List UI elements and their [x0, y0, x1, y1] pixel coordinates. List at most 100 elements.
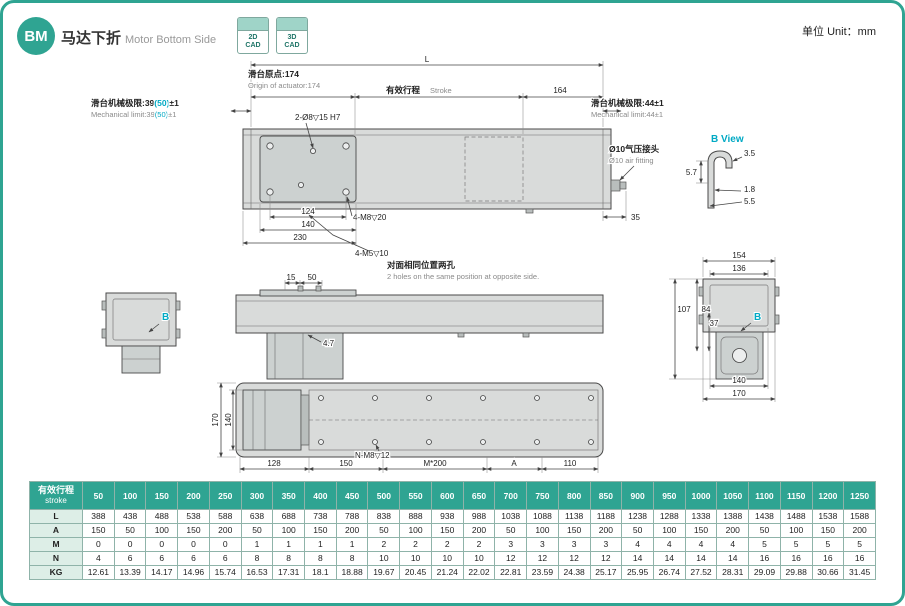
cell-KG-850: 25.17 — [589, 565, 623, 580]
cell-M-550: 2 — [399, 537, 432, 552]
origin-label-cn: 滑台原点:174 — [248, 69, 299, 79]
dim-label-140-bottom: 140 — [224, 413, 233, 427]
dim-label-128: 128 — [267, 459, 281, 468]
cell-KG-800: 24.38 — [557, 565, 591, 580]
dim-label-A: A — [511, 459, 517, 468]
motor-shaft-hole — [732, 348, 747, 363]
motor-b-view — [715, 331, 764, 380]
cell-N-450: 8 — [335, 551, 369, 566]
n-m8-holes-label: N-M8▽12 — [355, 451, 390, 460]
b-arrow-label-right: B — [754, 312, 761, 323]
cell-M-950: 4 — [652, 537, 686, 552]
cell-KG-400: 18.1 — [304, 565, 337, 580]
dim-label-35: 35 — [631, 213, 640, 222]
cell-L-900: 1238 — [621, 509, 654, 524]
cell-A-900: 50 — [621, 523, 654, 538]
mech-limit-left-en: Mechanical limit:39(50)±1 — [91, 110, 176, 119]
cell-L-600: 938 — [430, 509, 464, 524]
cell-KG-250: 15.74 — [208, 565, 242, 580]
cell-L-1250: 1588 — [843, 509, 876, 524]
mech-limit-right-en: Mechanical limit:44±1 — [591, 110, 663, 119]
row-label-L: L — [29, 509, 83, 524]
title-chinese: 马达下折 — [61, 30, 122, 47]
cell-N-1200: 16 — [811, 551, 845, 566]
stroke-label-en: Stroke — [430, 86, 452, 95]
cell-A-1200: 150 — [811, 523, 845, 538]
cell-A-1150: 100 — [779, 523, 813, 538]
cell-A-1100: 50 — [748, 523, 781, 538]
cell-A-800: 150 — [557, 523, 591, 538]
stroke-col-750: 750 — [526, 481, 559, 510]
stroke-col-900: 900 — [621, 481, 654, 510]
dim-label-170-bottom: 170 — [211, 413, 220, 427]
cell-N-1150: 16 — [779, 551, 813, 566]
cell-KG-1200: 30.66 — [811, 565, 845, 580]
cell-KG-900: 25.95 — [621, 565, 654, 580]
cell-M-1000: 4 — [684, 537, 718, 552]
cell-N-100: 6 — [113, 551, 147, 566]
cell-M-800: 3 — [557, 537, 591, 552]
cad-2d-button[interactable]: 2D CAD — [237, 17, 269, 54]
stroke-col-700: 700 — [494, 481, 528, 510]
cell-L-400: 738 — [304, 509, 337, 524]
cell-KG-100: 13.39 — [113, 565, 147, 580]
cell-KG-300: 16.53 — [240, 565, 274, 580]
cell-M-650: 2 — [462, 537, 496, 552]
dim-label-154: 154 — [732, 251, 746, 260]
cell-N-1000: 14 — [684, 551, 718, 566]
row-label-M: M — [29, 537, 83, 552]
cell-KG-150: 14.17 — [145, 565, 179, 580]
cell-M-1150: 5 — [779, 537, 813, 552]
dim-label-230: 230 — [293, 233, 307, 242]
cell-KG-700: 22.81 — [494, 565, 528, 580]
actuator-body-side-view — [235, 294, 604, 334]
dim-label-50: 50 — [308, 273, 317, 282]
cell-M-1100: 5 — [748, 537, 781, 552]
cell-M-1050: 4 — [716, 537, 750, 552]
cell-A-850: 200 — [589, 523, 623, 538]
cell-KG-1050: 28.31 — [716, 565, 750, 580]
cad-3d-button[interactable]: 3D CAD — [276, 17, 308, 54]
stroke-label-cn: 有效行程 — [386, 85, 421, 95]
stroke-col-150: 150 — [145, 481, 179, 510]
stroke-col-1200: 1200 — [811, 481, 845, 510]
cad-2d-line1: 2D — [248, 34, 258, 41]
cell-KG-200: 14.96 — [177, 565, 210, 580]
mech-limit-right-cn: 滑台机械极限:44±1 — [591, 98, 664, 108]
cell-KG-1150: 29.88 — [779, 565, 813, 580]
cad-3d-line2: CAD — [284, 42, 300, 49]
cell-L-1200: 1538 — [811, 509, 845, 524]
cell-A-650: 200 — [462, 523, 496, 538]
cell-KG-950: 26.74 — [652, 565, 686, 580]
top-view — [242, 128, 627, 214]
cell-M-700: 3 — [494, 537, 528, 552]
cell-A-1000: 150 — [684, 523, 718, 538]
cell-A-750: 100 — [526, 523, 559, 538]
cell-L-1050: 1388 — [716, 509, 750, 524]
carriage-side — [259, 289, 357, 297]
cell-M-450: 1 — [335, 537, 369, 552]
cell-L-700: 1038 — [494, 509, 528, 524]
cell-N-750: 12 — [526, 551, 559, 566]
stroke-col-950: 950 — [652, 481, 686, 510]
cell-N-200: 6 — [177, 551, 210, 566]
stroke-col-1150: 1150 — [779, 481, 813, 510]
dim-label-136: 136 — [732, 264, 746, 273]
cell-N-1100: 16 — [748, 551, 781, 566]
stroke-col-600: 600 — [430, 481, 464, 510]
cell-KG-750: 23.59 — [526, 565, 559, 580]
cell-L-1150: 1488 — [779, 509, 813, 524]
dim-label-3-5: 3.5 — [744, 149, 756, 158]
left-end-view: B — [101, 292, 181, 374]
cell-A-200: 150 — [177, 523, 210, 538]
cell-M-1250: 5 — [843, 537, 876, 552]
stroke-col-200: 200 — [177, 481, 210, 510]
m8-holes-label: 4-M8▽20 — [353, 213, 387, 222]
dim-label-124: 124 — [301, 207, 315, 216]
row-label-N: N — [29, 551, 83, 566]
air-fitting-label-en: Ø10 air fitting — [609, 156, 654, 165]
